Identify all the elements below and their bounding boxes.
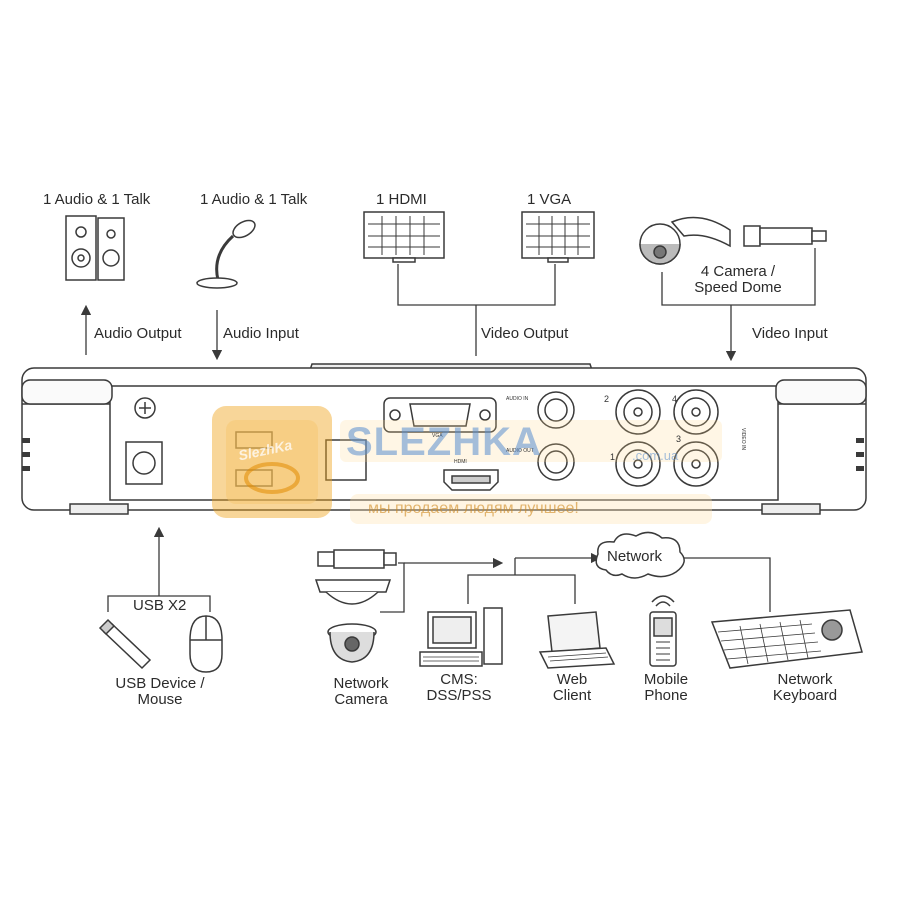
- microphone-icon: [196, 219, 256, 289]
- hdmi-port-label: HDMI: [454, 459, 467, 465]
- speed-dome-camera-icon: [639, 216, 731, 265]
- network-label: Network: [607, 548, 663, 565]
- channel-4-label: 4: [672, 394, 678, 404]
- audio-out-label: AUDIO OUT: [506, 448, 534, 454]
- network-keyboard-icon: [710, 609, 863, 669]
- usb-stick-icon: [98, 618, 152, 670]
- laptop-icon: [538, 611, 616, 669]
- hdmi-port: [443, 469, 499, 491]
- video-in-label: VIDEO IN: [739, 428, 746, 450]
- video-input-ports: [615, 389, 719, 487]
- camera-label: 4 Camera / Speed Dome: [694, 263, 782, 296]
- audio-input-label: Audio Input: [223, 325, 299, 342]
- vga-port: [383, 397, 497, 433]
- network-camera-icon: [314, 549, 397, 663]
- watermark: [212, 406, 722, 524]
- hdmi-monitor-icon: [363, 211, 445, 263]
- audio-in-label: AUDIO IN: [506, 396, 529, 402]
- audio-ports: [537, 391, 575, 481]
- watermark-tagline: мы продаем людям лучшее!: [368, 500, 579, 517]
- usb-device-label: USB Device / Mouse: [115, 675, 205, 708]
- channel-1-label: 1: [610, 452, 616, 462]
- channel-2-label: 2: [604, 394, 610, 404]
- microphone-label: 1 Audio & 1 Talk: [200, 191, 308, 208]
- vga-monitor-icon: [521, 211, 595, 263]
- power-port: [125, 397, 163, 485]
- mouse-icon: [189, 615, 223, 673]
- cms-label: CMS: DSS/PSS: [426, 671, 492, 704]
- watermark-brand: SLEZHKA: [346, 420, 542, 464]
- bottom-connectors: [107, 526, 771, 613]
- video-output-label: Video Output: [481, 325, 569, 342]
- box-camera-icon: [743, 225, 827, 247]
- hdmi-monitor-label: 1 HDMI: [376, 191, 427, 208]
- speaker-icon: [65, 215, 125, 281]
- network-keyboard-label: Network Keyboard: [772, 671, 838, 704]
- video-input-label: Video Input: [752, 325, 828, 342]
- mobile-phone-icon: [649, 595, 677, 667]
- network-cloud-icon: [595, 531, 685, 579]
- vga-port-label: VGA: [432, 433, 443, 439]
- channel-3-label: 3: [676, 434, 682, 444]
- usb-x2-label: USB X2: [133, 597, 187, 614]
- top-connectors: [80, 248, 816, 362]
- web-client-label: Web Client: [552, 671, 592, 704]
- mobile-phone-label: Mobile Phone: [643, 671, 689, 704]
- watermark-domain: .com.ua: [632, 448, 679, 463]
- network-camera-label: Network Camera: [333, 675, 389, 708]
- cms-computer-icon: [419, 607, 503, 667]
- speakers-label: 1 Audio & 1 Talk: [43, 191, 151, 208]
- audio-output-label: Audio Output: [94, 325, 182, 342]
- vga-monitor-label: 1 VGA: [527, 191, 572, 208]
